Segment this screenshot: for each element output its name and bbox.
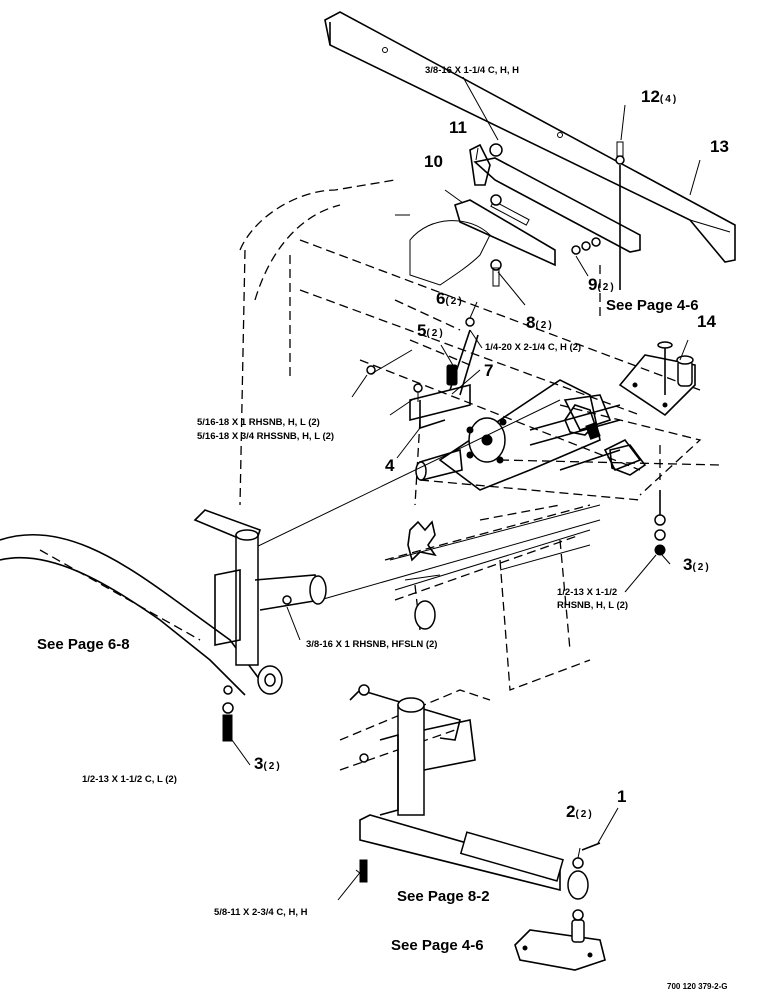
hardware-label-h5a: 1/2-13 X 1-1/2 [557, 587, 618, 598]
hardware-label-h7: 1/2-13 X 1-1/2 C, L (2) [82, 774, 177, 785]
callout-6: 6(2) [436, 289, 464, 308]
part-14-bracket [618, 341, 696, 417]
gearbox-assembly [415, 379, 642, 491]
background-plate [395, 214, 491, 286]
page-ref-4-6-top: See Page 4-6 [606, 297, 699, 314]
page-ref-6-8: See Page 6-8 [37, 636, 130, 653]
callout-4: 4 [385, 456, 395, 475]
bottom-plate [514, 909, 606, 971]
top-cover-part [324, 11, 736, 263]
page-ref-8-2: See Page 8-2 [397, 888, 490, 905]
bracket-parts [454, 141, 641, 290]
callout-1: 1 [617, 787, 627, 806]
right-bolt-stack [585, 422, 666, 556]
hardware-label-h8: 5/8-11 X 2-3/4 C, H, H [214, 907, 308, 918]
callout-7: 7 [484, 361, 494, 380]
diagonal-rods [249, 399, 601, 601]
leader-lines [231, 76, 701, 901]
drawing-code: 700 120 379-2-G [667, 982, 728, 991]
callout-13: 13 [710, 137, 729, 156]
callout-9: 9(2) [588, 275, 616, 294]
left-frame-arm [0, 509, 327, 742]
page-ref-4-6-bottom: See Page 4-6 [391, 937, 484, 954]
callout-3-right: 3(2) [683, 555, 711, 574]
hardware-label-h2: 1/4-20 X 2-1/4 C, H (2) [485, 342, 582, 353]
sprocket-parts [404, 404, 647, 630]
hardware-label-h4: 5/16-18 X 3/4 RHSSNB, H, L (2) [197, 431, 335, 442]
callout-2: 2(2) [566, 802, 594, 821]
callout-14: 14 [697, 312, 716, 331]
callout-5: 5(2) [417, 321, 445, 340]
hardware-label-h1: 3/8-16 X 1-1/4 C, H, H [425, 65, 519, 76]
callout-10: 10 [424, 152, 443, 171]
callout-8: 8(2) [526, 313, 554, 332]
callout-3-left: 3(2) [254, 754, 282, 773]
hardware-label-h3: 5/16-18 X 1 RHSNB, H, L (2) [197, 417, 320, 428]
callout-12: 12(4) [641, 87, 679, 106]
hardware-label-h6: 3/8-16 X 1 RHSNB, HFSLN (2) [306, 639, 438, 650]
callout-11: 11 [449, 118, 467, 137]
right-spindle-assembly [349, 684, 601, 900]
hardware-label-h5b: RHSNB, H, L (2) [557, 600, 629, 611]
dashed-frame-outline [239, 179, 721, 771]
